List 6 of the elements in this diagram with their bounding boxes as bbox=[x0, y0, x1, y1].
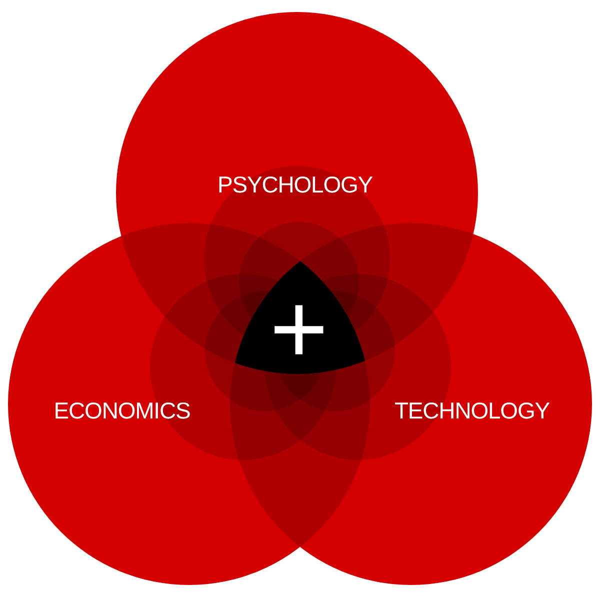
venn-circle bbox=[230, 223, 592, 585]
circle-label: PSYCHOLOGY bbox=[217, 174, 373, 196]
center-label: + bbox=[270, 304, 328, 354]
circle-label: TECHNOLOGY bbox=[394, 400, 550, 422]
intersection-region bbox=[234, 261, 365, 374]
circle-label: ECONOMICS bbox=[54, 400, 190, 422]
